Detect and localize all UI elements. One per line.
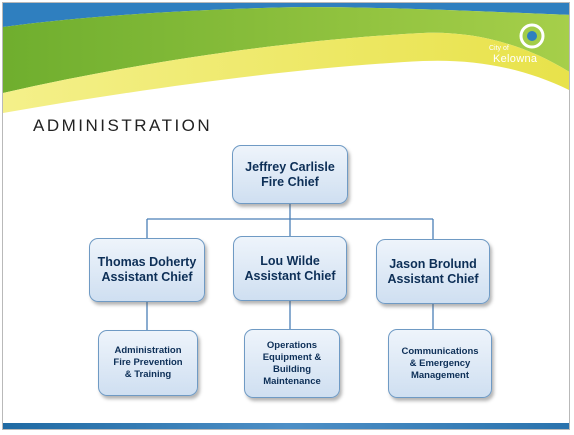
fire-chief-box: Jeffrey Carlisle Fire Chief [232,145,348,204]
footer-bar [3,423,569,429]
header-banner [3,3,569,113]
assistant-name: Thomas Doherty [97,255,197,269]
department-line: & Emergency [409,357,471,369]
slide: City of Kelowna ADMINISTRATION Jeffrey C… [2,2,570,430]
city-logo: City of Kelowna [489,21,559,71]
chief-role: Fire Chief [261,174,319,189]
sun-logo-icon [519,23,545,49]
logo-wordmark: Kelowna [493,53,538,65]
assistant-role: Assistant Chief [101,270,193,284]
connector-lines [146,204,434,330]
department-line: Operations [266,339,318,351]
department-line: Fire Prevention [113,357,183,368]
department-line: Building [273,363,311,375]
department-box-operations: Operations Equipment & Building Maintena… [244,329,340,398]
assistant-chief-box-brolund: Jason Brolund Assistant Chief [376,239,490,304]
assistant-chief-box-doherty: Thomas Doherty Assistant Chief [89,238,205,302]
banner-yellow-band [3,32,569,113]
department-line: Management [410,369,470,381]
chief-name: Jeffrey Carlisle [245,159,335,174]
department-line: Maintenance [263,375,321,387]
department-box-communications: Communications & Emergency Management [388,329,492,398]
department-line: Communications [401,345,479,357]
department-line: Administration [114,345,182,356]
logo-small-text: City of [489,45,509,52]
banner-green-band [3,7,569,93]
assistant-name: Lou Wilde [260,253,320,268]
department-box-administration: Administration Fire Prevention & Trainin… [98,330,198,396]
banner-blue-band [3,3,569,27]
department-line: Equipment & [262,351,322,363]
assistant-chief-box-wilde: Lou Wilde Assistant Chief [233,236,347,301]
slide-title: ADMINISTRATION [33,116,213,135]
assistant-role: Assistant Chief [387,271,479,286]
assistant-name: Jason Brolund [389,256,477,271]
assistant-role: Assistant Chief [244,268,336,283]
department-line: & Training [124,369,172,380]
